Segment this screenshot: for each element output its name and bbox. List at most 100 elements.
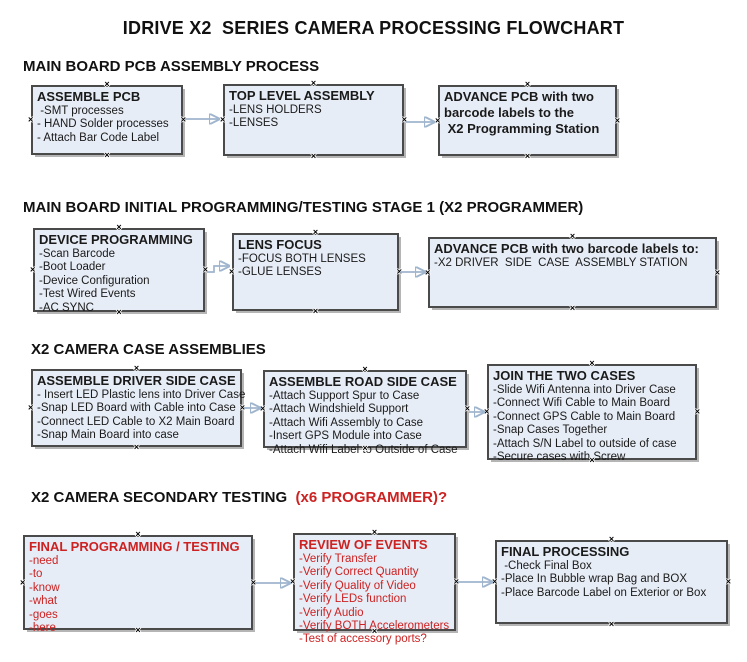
box-item: -LENS HOLDERS (229, 104, 322, 116)
anchor-icon (525, 80, 530, 89)
anchor-icon (726, 578, 731, 587)
box-item: -Place Barcode Label on Exterior or Box (501, 586, 707, 599)
box-title: ADVANCE PCB with two barcode labels to: (434, 241, 699, 256)
section-header-initial-programming: MAIN BOARD INITIAL PROGRAMMING/TESTING S… (23, 199, 584, 216)
box-item: -AC SYNC (39, 301, 94, 314)
box-item: -Connect LED Cable to X2 Main Board (37, 415, 235, 428)
box-item: -Connect GPS Cable to Main Board (493, 410, 676, 423)
box-item: -goes (29, 608, 58, 621)
box-item: -Test Wired Events (39, 288, 136, 301)
anchor-icon (290, 578, 295, 587)
box-item: -Place In Bubble wrap Bag and BOX (501, 573, 688, 586)
anchor-icon (615, 116, 620, 125)
box-item: -Verify Quality of Video (299, 579, 416, 592)
anchor-icon (695, 408, 700, 417)
box-title: ASSEMBLE PCB (37, 89, 141, 104)
box-item: -Verify Transfer (299, 553, 377, 565)
anchor-icon (28, 404, 33, 413)
anchor-icon (362, 365, 367, 374)
anchor-icon (609, 620, 614, 629)
anchor-icon (313, 228, 318, 237)
box-item: - Attach Bar Code Label (37, 131, 160, 144)
box-item: -Slide Wifi Antenna into Driver Case (493, 384, 676, 396)
anchor-icon (402, 116, 407, 125)
box-item: -Check Final Box (501, 560, 592, 572)
box-title: ASSEMBLE ROAD SIDE CASE (269, 374, 457, 389)
anchor-icon (425, 268, 430, 277)
box-item: - Insert LED Plastic lens into Driver Ca… (37, 389, 246, 401)
flow-box-device-programming[interactable]: DEVICE PROGRAMMING -Scan Barcode -Boot L… (30, 228, 208, 314)
anchor-icon (525, 152, 530, 161)
anchor-icon (715, 268, 720, 277)
flow-box-advance-pcb-programming-station[interactable]: ADVANCE PCB with two barcode labels to t… (438, 85, 617, 156)
box-item: - HAND Solder processes (37, 118, 169, 131)
section-header-secondary-testing: X2 CAMERA SECONDARY TESTING (x6 PROGRAMM… (31, 489, 447, 506)
anchor-icon (240, 404, 245, 413)
box-item: -FOCUS BOTH LENSES (238, 253, 366, 265)
anchor-icon (203, 266, 208, 275)
anchor-icon (589, 359, 594, 368)
anchor-icon (251, 578, 256, 587)
box-item: -Attach Wifi Assembly to Case (269, 416, 424, 429)
section-header-secondary-testing-red: (x6 PROGRAMMER)? (291, 489, 448, 506)
box-item: -Verify LEDs function (299, 593, 407, 606)
box-line: barcode labels to the (444, 105, 575, 120)
flow-box-assemble-road-side-case[interactable]: ASSEMBLE ROAD SIDE CASE -Attach Support … (260, 370, 470, 456)
flow-box-lens-focus[interactable]: LENS FOCUS -FOCUS BOTH LENSES -GLUE LENS… (232, 233, 399, 311)
box-title: DEVICE PROGRAMMING (39, 232, 193, 247)
anchor-icon (311, 79, 316, 88)
anchor-icon (135, 530, 140, 539)
flow-box-top-level-assembly[interactable]: TOP LEVEL ASSEMBLY -LENS HOLDERS -LENSES (223, 84, 404, 156)
box-line: ADVANCE PCB with two (444, 89, 594, 104)
connector-arrow[interactable] (207, 266, 228, 273)
flow-box-final-programming-testing[interactable]: FINAL PROGRAMMING / TESTING -need -to -k… (20, 535, 256, 634)
anchor-icon (104, 151, 109, 160)
anchor-icon (454, 578, 459, 587)
flow-box-join-two-cases[interactable]: JOIN THE TWO CASES -Slide Wifi Antenna i… (484, 364, 700, 463)
anchor-icon (30, 266, 35, 275)
flow-box-review-of-events[interactable]: REVIEW OF EVENTS -Verify Transfer -Verif… (290, 533, 459, 645)
box-title: ASSEMBLE DRIVER SIDE CASE (37, 373, 236, 388)
box-item: -X2 DRIVER SIDE CASE ASSEMBLY STATION (434, 257, 688, 269)
flow-box-advance-pcb-case-assembly[interactable]: ADVANCE PCB with two barcode labels to: … (428, 237, 717, 308)
anchor-icon (609, 535, 614, 544)
box-item: -Boot Loader (39, 261, 106, 274)
page-title: IDRIVE X2 SERIES CAMERA PROCESSING FLOWC… (122, 18, 625, 38)
box-item: -Attach Support Spur to Case (269, 390, 420, 402)
flow-box-assemble-driver-side-case[interactable]: ASSEMBLE DRIVER SIDE CASE - Insert LED P… (28, 369, 246, 447)
anchor-icon (465, 405, 470, 414)
box-item: -Connect Wifi Cable to Main Board (493, 397, 671, 410)
box-title: LENS FOCUS (238, 237, 322, 252)
box-title: TOP LEVEL ASSEMBLY (229, 88, 375, 103)
box-item: -what (29, 595, 58, 608)
anchor-icon (484, 408, 489, 417)
section-header-secondary-testing-black: X2 CAMERA SECONDARY TESTING (31, 489, 292, 506)
anchor-icon (20, 578, 25, 587)
box-item: -SMT processes (37, 105, 124, 117)
box-item: -need (29, 555, 59, 567)
box-item: -Verify BOTH Accelerometers (299, 620, 450, 633)
box-item: -Snap LED Board with Cable into Case (37, 402, 236, 415)
box-title: JOIN THE TWO CASES (493, 368, 636, 383)
box-title: FINAL PROCESSING (501, 544, 630, 559)
box-item: -to (29, 568, 43, 581)
box-item: -Snap Main Board into case (37, 429, 179, 442)
anchor-icon (104, 80, 109, 89)
anchor-icon (134, 443, 139, 452)
anchor-icon (435, 116, 440, 125)
box-item: -Attach S/N Label to outside of case (493, 437, 677, 450)
anchor-icon (570, 304, 575, 313)
anchor-icon (260, 405, 265, 414)
anchor-icon (492, 578, 497, 587)
box-item: -know (29, 581, 60, 594)
anchor-icon (397, 268, 402, 277)
box-item: -Insert GPS Module into Case (269, 430, 422, 443)
flow-box-final-processing[interactable]: FINAL PROCESSING -Check Final Box -Place… (495, 540, 728, 624)
anchor-icon (313, 307, 318, 316)
flow-box-assemble-pcb[interactable]: ASSEMBLE PCB -SMT processes - HAND Solde… (31, 85, 183, 155)
box-item: -Attach Windshield Support (269, 403, 409, 416)
anchor-icon (220, 116, 225, 125)
anchor-icon (181, 116, 186, 125)
anchor-icon (134, 364, 139, 373)
box-item: -Test of accessory ports? (299, 633, 427, 646)
